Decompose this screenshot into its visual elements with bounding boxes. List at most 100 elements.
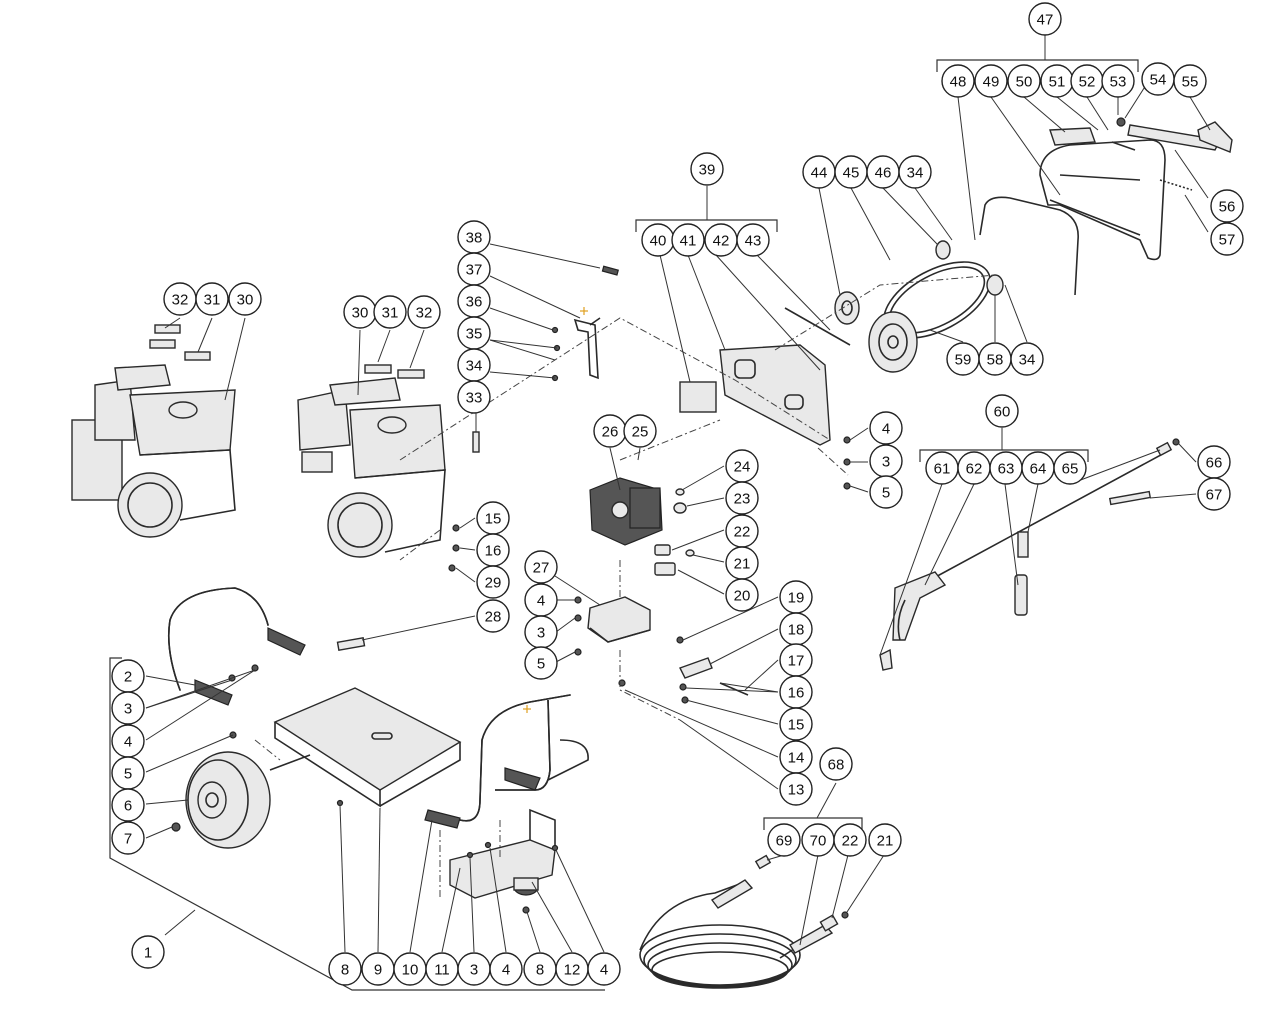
callout-circle (131, 935, 165, 969)
callout-3: 3 (457, 952, 491, 986)
callout-label: 3 (470, 962, 478, 979)
callout-61: 61 (925, 451, 959, 485)
callout-label: 18 (788, 622, 805, 639)
callout-label: 7 (124, 831, 132, 848)
wheel (185, 751, 311, 849)
callout-6: 6 (111, 788, 145, 822)
parts-artwork (71, 117, 1233, 989)
callout-label: 15 (485, 511, 502, 528)
callout-label: 19 (788, 590, 805, 607)
callout-label: 63 (998, 461, 1015, 478)
callout-label: 5 (882, 485, 890, 502)
callout-46: 46 (866, 155, 900, 189)
callout-circle (941, 64, 975, 98)
bolt-33 (472, 431, 480, 453)
callout-circle (587, 952, 621, 986)
callout-label: 64 (1030, 461, 1047, 478)
callout-4: 4 (587, 952, 621, 986)
callout-label: 32 (172, 292, 189, 309)
callout-label: 40 (650, 233, 667, 250)
callout-label: 61 (934, 461, 951, 478)
callout-35: 35 (457, 316, 491, 350)
callout-label: 62 (966, 461, 983, 478)
callout-64: 64 (1021, 451, 1055, 485)
small-bracket (679, 657, 713, 679)
callout-label: 3 (537, 625, 545, 642)
rear-bracket (449, 808, 556, 899)
callout-67: 67 (1197, 477, 1231, 511)
callout-label: 9 (374, 962, 382, 979)
callout-label: 3 (882, 454, 890, 471)
callout-label: 35 (466, 326, 483, 343)
callout-3: 3 (869, 444, 903, 478)
callout-34: 34 (1010, 342, 1044, 376)
callout-16: 16 (779, 675, 813, 709)
callout-11: 11 (425, 952, 459, 986)
callout-label: 4 (600, 962, 608, 979)
callout-2: 2 (111, 659, 145, 693)
callout-label: 67 (1206, 487, 1223, 504)
callout-15: 15 (476, 501, 510, 535)
callout-47: 47 (1028, 2, 1062, 36)
callout-60: 60 (985, 394, 1019, 428)
callout-32: 32 (407, 295, 441, 329)
callout-31: 31 (195, 282, 229, 316)
callout-circle (524, 550, 558, 584)
callout-circle (767, 823, 801, 857)
callout-circle (373, 295, 407, 329)
callout-circle (476, 565, 510, 599)
callout-65: 65 (1053, 451, 1087, 485)
callout-label: 4 (882, 421, 890, 438)
callout-label: 5 (537, 656, 545, 673)
callout-label: 30 (352, 305, 369, 322)
callout-42: 42 (704, 223, 738, 257)
callout-label: 66 (1206, 455, 1223, 472)
callout-label: 20 (734, 588, 751, 605)
callout-12: 12 (555, 952, 589, 986)
callout-circle (779, 707, 813, 741)
callout-label: 22 (734, 524, 751, 541)
callout-circle (1173, 64, 1207, 98)
callout-label: 65 (1062, 461, 1079, 478)
hose (639, 854, 849, 989)
callout-circle (407, 295, 441, 329)
decal-28 (336, 636, 366, 652)
callout-label: 32 (416, 305, 433, 322)
callout-label: 50 (1016, 74, 1033, 91)
callout-circle (1210, 189, 1244, 223)
callout-33: 33 (457, 380, 491, 414)
callout-40: 40 (641, 223, 675, 257)
callout-22: 22 (725, 514, 759, 548)
callout-25: 25 (623, 414, 657, 448)
callout-circle (985, 394, 1019, 428)
callout-17: 17 (779, 643, 813, 677)
callout-68: 68 (819, 747, 853, 781)
callout-circle (833, 823, 867, 857)
callout-circle (869, 411, 903, 445)
callout-label: 34 (466, 358, 483, 375)
callout-label: 6 (124, 798, 132, 815)
callout-label: 29 (485, 575, 502, 592)
callout-8: 8 (328, 952, 362, 986)
callout-20: 20 (725, 578, 759, 612)
callout-44: 44 (802, 155, 836, 189)
engine-mount-plate (679, 344, 831, 446)
callout-label: 38 (466, 230, 483, 247)
pulley-belt-assembly (784, 240, 1004, 373)
callout-circle (228, 282, 262, 316)
callout-label: 24 (734, 459, 751, 476)
callout-69: 69 (767, 823, 801, 857)
callout-circle (1210, 222, 1244, 256)
callout-circle (1010, 342, 1044, 376)
callout-4: 4 (111, 724, 145, 758)
callout-circle (328, 952, 362, 986)
registration-marks (523, 307, 588, 713)
callout-label: 4 (502, 962, 510, 979)
callout-56: 56 (1210, 189, 1244, 223)
frame-tube (459, 694, 571, 822)
callout-label: 43 (745, 233, 762, 250)
callout-label: 31 (204, 292, 221, 309)
callout-label: 52 (1079, 74, 1096, 91)
callout-28: 28 (476, 599, 510, 633)
